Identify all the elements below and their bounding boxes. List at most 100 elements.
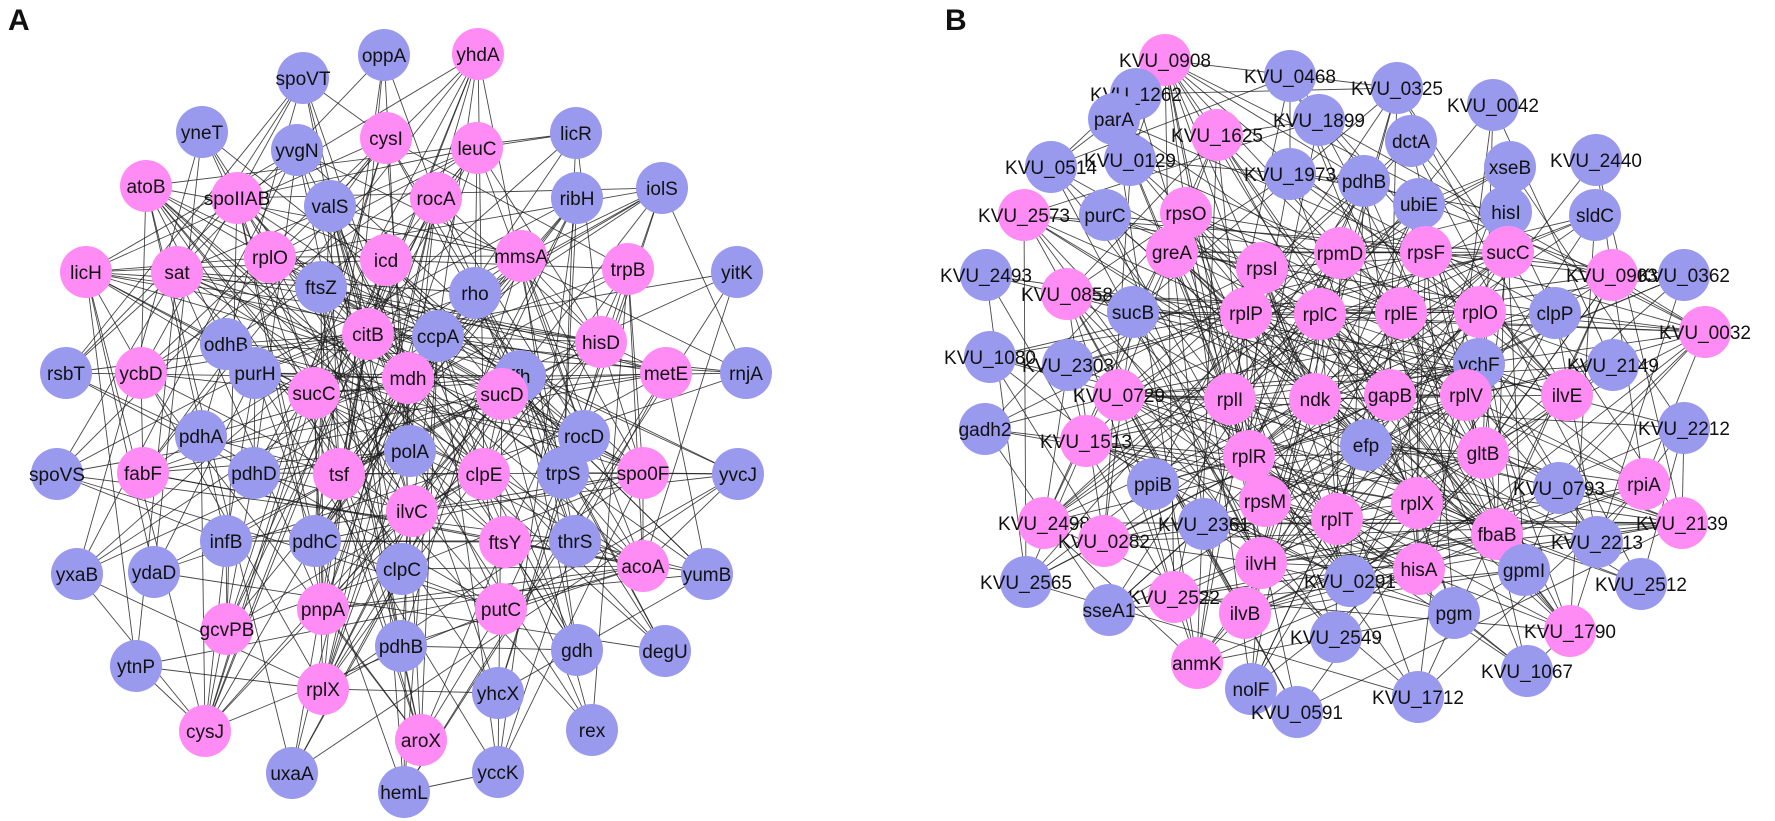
node-label: pdhB	[379, 637, 423, 658]
node-b-kvu-2361: KVU_2361	[1158, 498, 1250, 550]
node-b-sucb: sucB	[1107, 286, 1159, 338]
node-b-kvu-0282: KVU_0282	[1058, 515, 1150, 567]
edge	[65, 372, 255, 474]
node-circle	[1104, 134, 1156, 186]
edge	[1043, 252, 1341, 524]
edge	[642, 271, 738, 567]
node-label: efp	[1353, 436, 1379, 457]
node-circle	[1078, 515, 1130, 567]
edge	[1260, 533, 1498, 564]
node-a-sucd: sucD	[476, 368, 528, 420]
node-label: KVU_0591	[1251, 703, 1343, 724]
edge	[76, 573, 324, 690]
edge	[1410, 140, 1642, 585]
node-circle	[342, 308, 394, 360]
node-circle	[549, 515, 601, 567]
node-circle	[1025, 141, 1077, 193]
node-circle	[640, 347, 692, 399]
edge	[1066, 293, 1298, 713]
node-label: ilvH	[1245, 554, 1277, 575]
node-circle	[681, 548, 733, 600]
edge	[483, 473, 578, 651]
node-label: acoA	[621, 557, 665, 578]
node-label: KVU_0325	[1351, 79, 1443, 100]
edge	[329, 205, 409, 379]
node-label: KVU_1080	[944, 348, 1036, 369]
edge	[435, 197, 585, 437]
node-label: gpmI	[1503, 561, 1545, 582]
node-a-ftsy: ftsY	[479, 516, 531, 568]
node-b-hisi: hisI	[1480, 186, 1532, 238]
node-label: purC	[1084, 206, 1125, 227]
edge	[329, 205, 522, 257]
edge	[1244, 569, 1525, 614]
node-b-rpso: rpsO	[1160, 187, 1212, 239]
node-a-trps: trpS	[537, 447, 589, 499]
node-circle	[1467, 79, 1519, 131]
node-label: pdhC	[292, 532, 337, 553]
edge	[153, 131, 203, 573]
node-label: infB	[210, 532, 243, 553]
node-b-kvu-0858: KVU_0858	[1021, 268, 1113, 320]
node-circle	[297, 583, 349, 635]
node-b-rpsi: rpsI	[1236, 242, 1288, 294]
node-circle	[289, 515, 341, 567]
node-a-rho: rho	[449, 267, 501, 319]
node-circle	[1392, 671, 1444, 723]
edge	[435, 197, 564, 474]
node-a-leuc: leuC	[451, 122, 503, 174]
node-b-ubie: ubiE	[1393, 178, 1445, 230]
node-label: KVU_1899	[1273, 111, 1365, 132]
node-label: rocA	[416, 189, 455, 210]
edge	[204, 375, 521, 732]
edge	[145, 185, 666, 652]
node-label: rpsO	[1165, 204, 1206, 225]
edge	[497, 472, 644, 773]
edge	[1425, 251, 1455, 614]
node-label: iolS	[646, 179, 678, 200]
node-label: yccK	[477, 763, 519, 784]
node-label: ndk	[1300, 390, 1331, 411]
node-a-roca: rocA	[410, 172, 462, 224]
edge	[200, 435, 206, 732]
node-label: rplP	[1229, 304, 1263, 325]
node-b-kvu-2498: KVU_2498	[998, 497, 1090, 549]
node-circle	[266, 747, 318, 799]
node-b-rpli: rplI	[1204, 373, 1256, 425]
node-label: rplE	[1384, 304, 1418, 325]
node-a-ccpa: ccpA	[412, 310, 464, 362]
node-a-ftsz: ftsZ	[295, 261, 347, 313]
node-label: KVU_1973	[1244, 165, 1336, 186]
node-label: spoIIAB	[204, 189, 271, 210]
node-b-kvu-0903: KVU_0903	[1566, 249, 1658, 301]
node-b-rpsf: rpsF	[1400, 226, 1452, 278]
node-label: spo0F	[617, 464, 670, 485]
node-label: polA	[391, 442, 429, 463]
node-label: rplO	[1462, 303, 1498, 324]
node-label: gadh2	[959, 420, 1012, 441]
node-label: sucD	[480, 385, 523, 406]
node-b-kvu-2565: KVU_2565	[980, 556, 1072, 608]
node-a-licr: licR	[550, 107, 602, 159]
node-label: parA	[1094, 110, 1134, 131]
node-b-rplo: rplO	[1454, 286, 1506, 338]
node-b-kvu-0468: KVU_0468	[1244, 50, 1336, 102]
node-label: rpsM	[1244, 492, 1286, 513]
node-label: hisI	[1491, 203, 1521, 224]
node-circle	[475, 583, 527, 635]
node-label: ppiB	[1134, 475, 1172, 496]
node-a-pnpa: pnpA	[297, 583, 349, 635]
node-label: KVU_2440	[1550, 151, 1642, 172]
node-label: ytnP	[117, 657, 155, 678]
node-circle	[1041, 268, 1093, 320]
edge	[1023, 214, 1247, 314]
node-label: degU	[642, 642, 687, 663]
node-circle	[1656, 497, 1708, 549]
edge	[497, 540, 576, 773]
edge	[85, 149, 298, 273]
node-b-kvu-1973: KVU_1973	[1244, 148, 1336, 200]
node-b-kvu-2213: KVU_2213	[1551, 516, 1643, 568]
edge	[385, 137, 629, 270]
edge	[76, 187, 663, 575]
node-circle	[1457, 427, 1509, 479]
